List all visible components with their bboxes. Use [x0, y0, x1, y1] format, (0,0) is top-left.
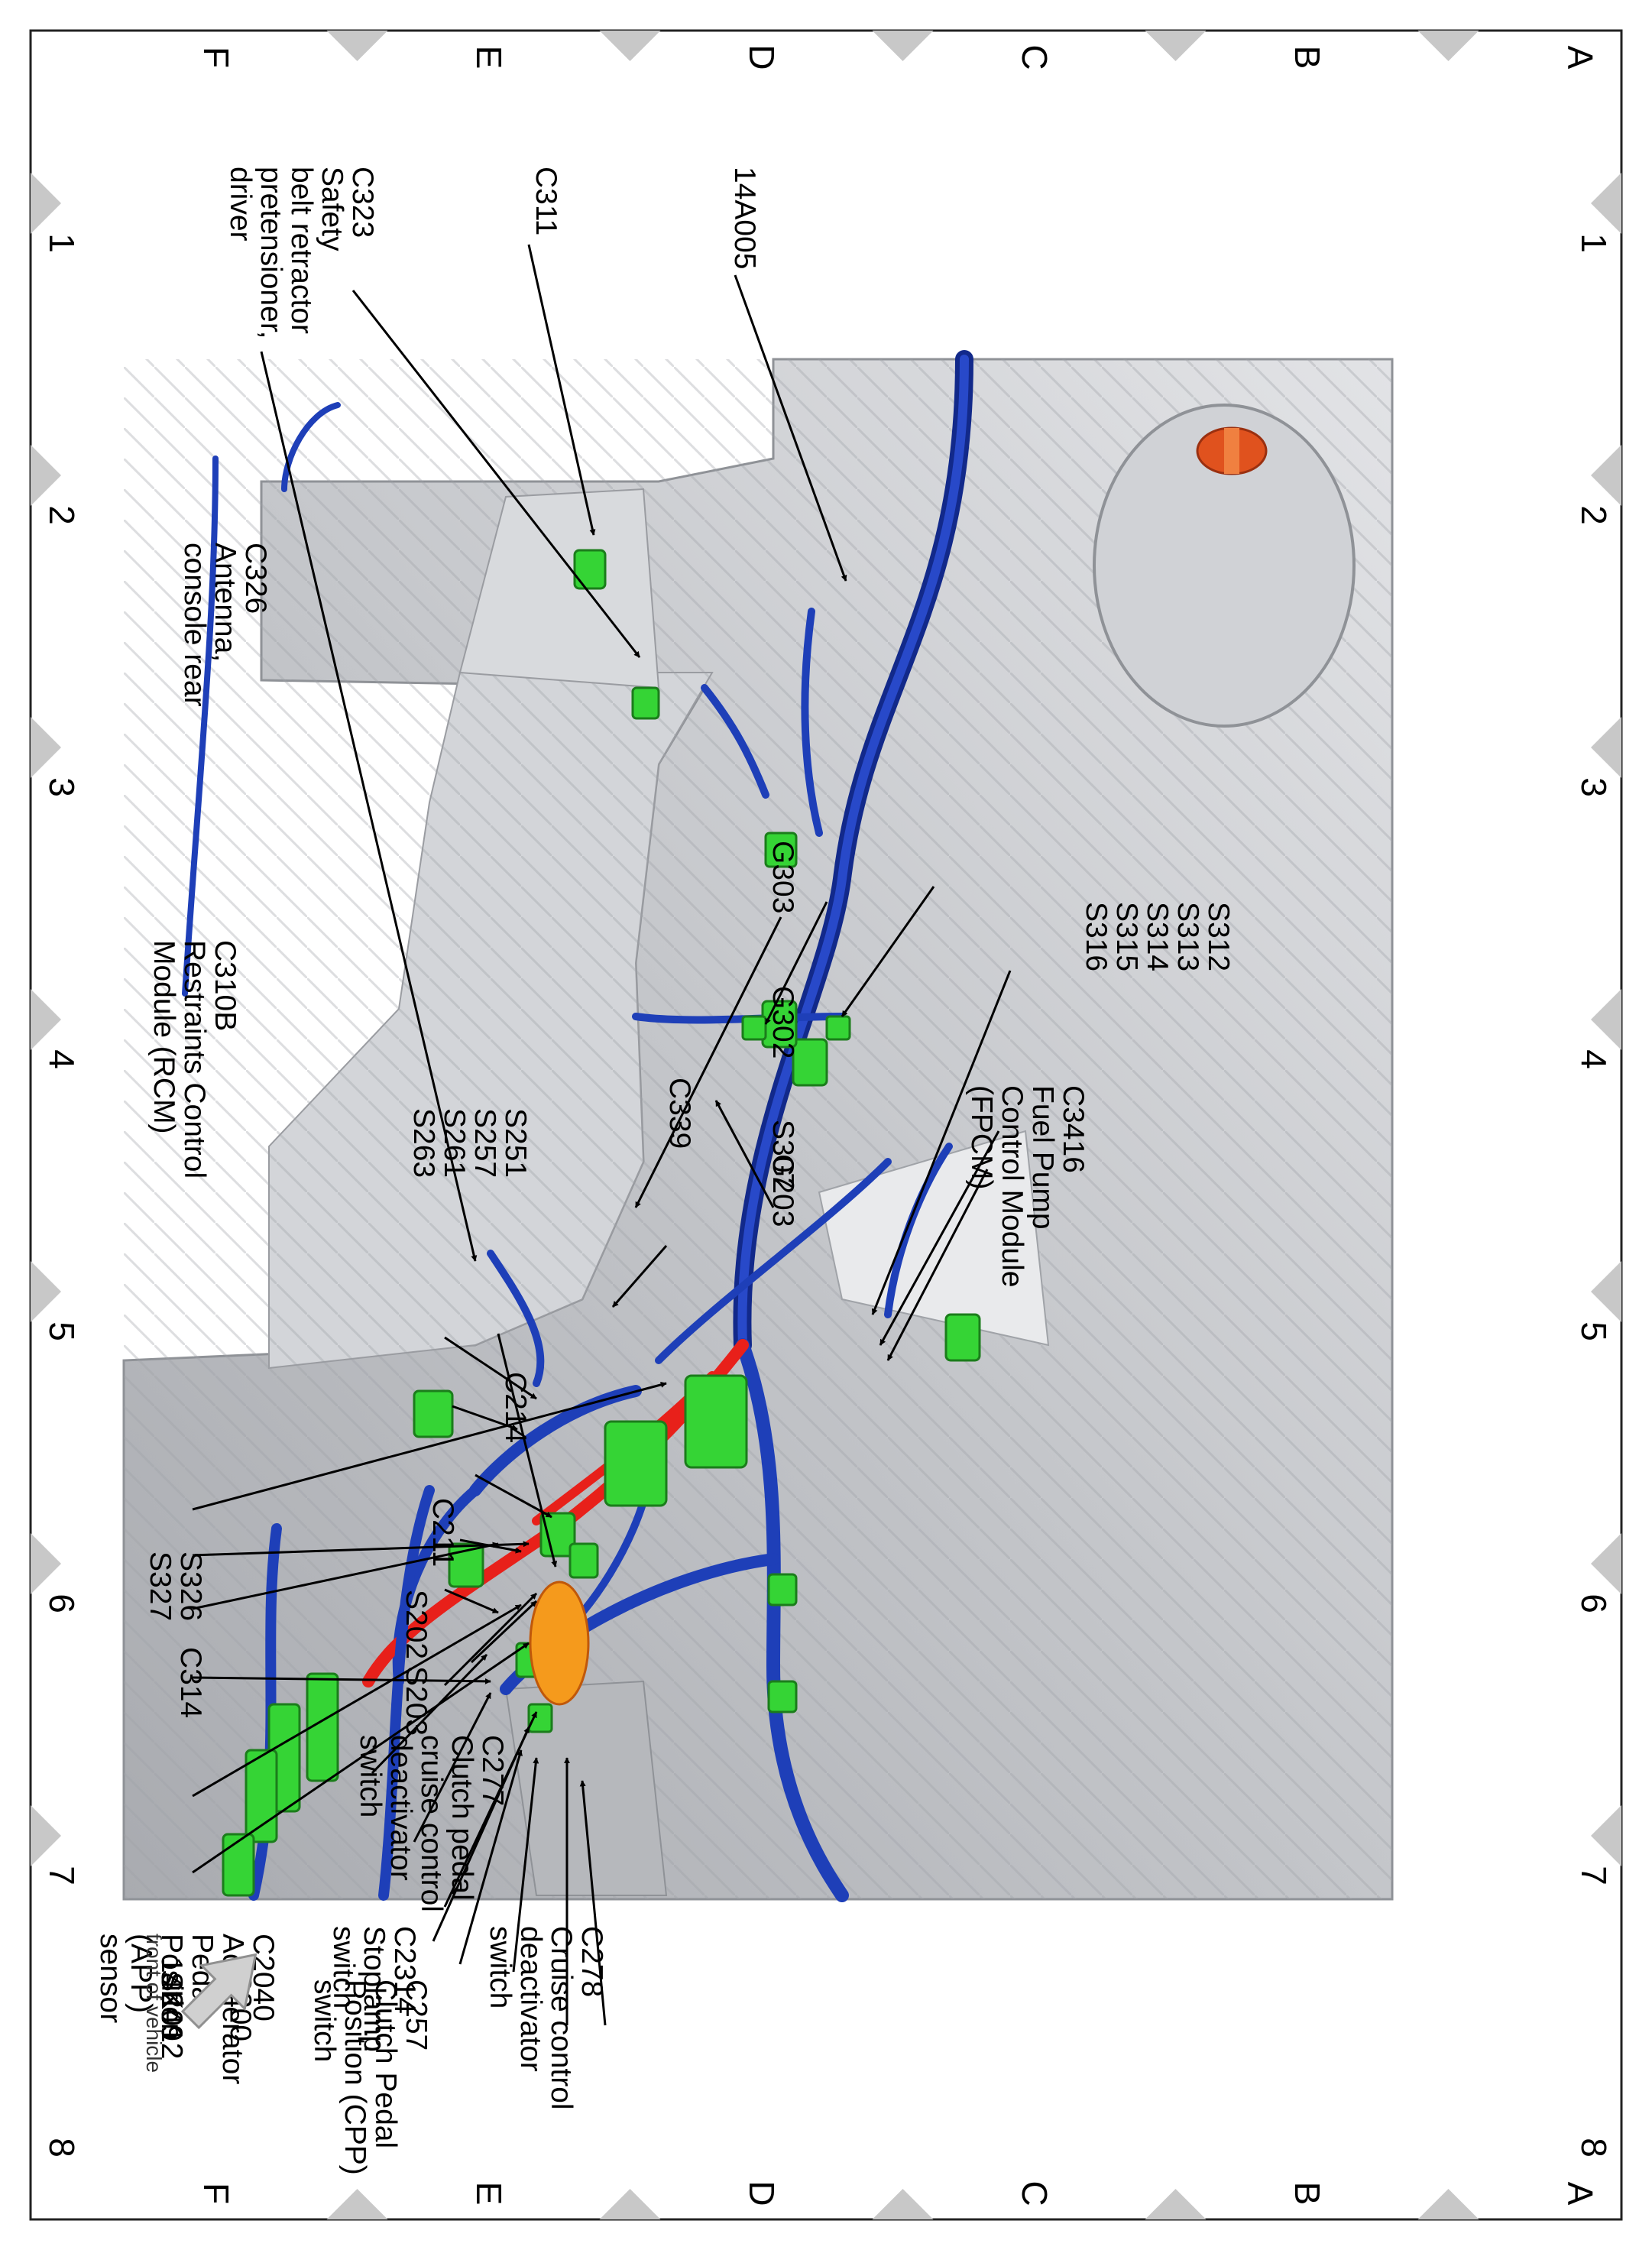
- leader-lines: [192, 244, 1012, 2026]
- front-of-vehicle-label: front of vehicle: [142, 1934, 166, 2073]
- label-c314: C314: [174, 1647, 207, 1718]
- grid-column-label-bottom: 7: [42, 1866, 82, 1885]
- grid-column-label-top: 7: [1574, 1866, 1614, 1885]
- grid-marker-right: [1145, 2189, 1207, 2219]
- grid-column-label-top: 2: [1574, 505, 1614, 525]
- grid-markers: [31, 31, 1621, 2219]
- grid-marker-left: [1417, 31, 1479, 61]
- label-c257: C257 Clutch Pedal Position (CPP) switch: [308, 1979, 432, 2184]
- grid-row-label-right: F: [196, 2183, 236, 2204]
- grid-marker-top: [1591, 989, 1621, 1050]
- grid-row-label-left: F: [196, 47, 236, 68]
- label-g203: G203: [766, 1154, 799, 1227]
- label-c278: C278 Cruise control deactivator switch: [484, 1926, 608, 2118]
- label-s249: S249: [155, 1972, 188, 2041]
- grid-column-label-bottom: 8: [42, 2138, 82, 2158]
- label-c211: C211: [426, 1498, 459, 1567]
- grid-marker-left: [1145, 31, 1207, 61]
- grommet: [1196, 426, 1268, 475]
- grid-marker-right: [599, 2189, 661, 2219]
- grid-row-label-right: D: [742, 2180, 782, 2206]
- label-c326: C326 Antenna, console rear: [178, 543, 272, 707]
- grid-marker-top: [1591, 1261, 1621, 1322]
- grid-marker-left: [872, 31, 934, 61]
- grid-marker-right: [1417, 2189, 1479, 2219]
- grid-column-label-bottom: 5: [42, 1321, 82, 1341]
- front-arrow-icon: [180, 1953, 258, 2030]
- label-c339: C339: [663, 1078, 696, 1149]
- grid-column-label-top: 8: [1574, 2138, 1614, 2158]
- pedal-bracket: [529, 1581, 590, 1706]
- grid-column-label-top: 6: [1574, 1593, 1614, 1613]
- label-s312-s316: S312 S313 S314 S315 S316: [1080, 902, 1235, 980]
- grid-column-label-bottom: 3: [42, 777, 82, 797]
- grid-marker-bottom: [31, 989, 61, 1050]
- label-c2314: C2314 Stoplamp switch: [327, 1926, 421, 2060]
- grid-row-label-right: E: [469, 2182, 509, 2206]
- grid-row-label-left: B: [1288, 46, 1327, 70]
- connectors: [222, 549, 981, 1897]
- grid-column-label-top: 1: [1574, 233, 1614, 253]
- grid-row-label-left: A: [1560, 46, 1600, 70]
- label-c323: C323 Safety belt retractor pretensioner,…: [224, 167, 379, 347]
- grid-marker-top: [1591, 717, 1621, 778]
- label-g303: G303: [766, 841, 799, 913]
- label-14k012: 14K012: [155, 1957, 188, 2059]
- grid-marker-bottom: [31, 1805, 61, 1866]
- grid-marker-left: [599, 31, 661, 61]
- grid-column-label-bottom: 2: [42, 505, 82, 525]
- grid-row-label-left: D: [742, 44, 782, 70]
- grid-row-label-left: E: [469, 46, 509, 70]
- label-g302: G302: [766, 986, 799, 1059]
- grid-marker-top: [1591, 1533, 1621, 1594]
- grid-column-label-top: 4: [1574, 1049, 1614, 1069]
- grid-marker-left: [326, 31, 388, 61]
- grid-marker-bottom: [31, 445, 61, 506]
- grid-column-label-bottom: 4: [42, 1049, 82, 1069]
- grid-marker-top: [1591, 1805, 1621, 1866]
- label-c3416: C3416 Fuel Pump Control Module (FPCM): [965, 1085, 1090, 1295]
- grid-marker-bottom: [31, 717, 61, 778]
- vehicle-body: [122, 358, 1394, 1901]
- label-s202: S202: [400, 1590, 432, 1659]
- grid-column-label-bottom: 6: [42, 1593, 82, 1613]
- grid-marker-bottom: [31, 173, 61, 234]
- grid-row-label-right: B: [1288, 2182, 1327, 2206]
- grid-row-label-right: A: [1560, 2182, 1600, 2206]
- label-s251-s263: S251 S257 S261 S263: [407, 1108, 532, 1186]
- label-c311: C311: [530, 167, 562, 235]
- grid-marker-top: [1591, 445, 1621, 506]
- label-s307: S307: [766, 1120, 799, 1189]
- grid-row-label-right: C: [1015, 2180, 1054, 2206]
- label-c310b: C310B Restraints Control Module (RCM): [147, 940, 241, 1187]
- label-s326-s327: S326 S327: [144, 1551, 207, 1629]
- callout-labels: C311 C323 Safety belt retractor pretensi…: [94, 167, 1235, 2184]
- grid-column-label-top: 3: [1574, 777, 1614, 797]
- grid-column-label-top: 5: [1574, 1321, 1614, 1341]
- label-s203: S203: [400, 1666, 432, 1736]
- grid-marker-bottom: [31, 1533, 61, 1594]
- grid-column-label-bottom: 1: [42, 233, 82, 253]
- label-14a005: 14A005: [728, 167, 761, 269]
- grid-row-label-left: C: [1015, 44, 1054, 70]
- front-of-vehicle-indicator: front of vehicle: [142, 1934, 258, 2073]
- label-c214: C214: [499, 1372, 532, 1443]
- grid-marker-right: [326, 2189, 388, 2219]
- grid-marker-bottom: [31, 1261, 61, 1322]
- grid-marker-top: [1591, 173, 1621, 234]
- label-c277: C277 Clutch pedal cruise control deactiv…: [354, 1735, 509, 1921]
- grid-marker-right: [872, 2189, 934, 2219]
